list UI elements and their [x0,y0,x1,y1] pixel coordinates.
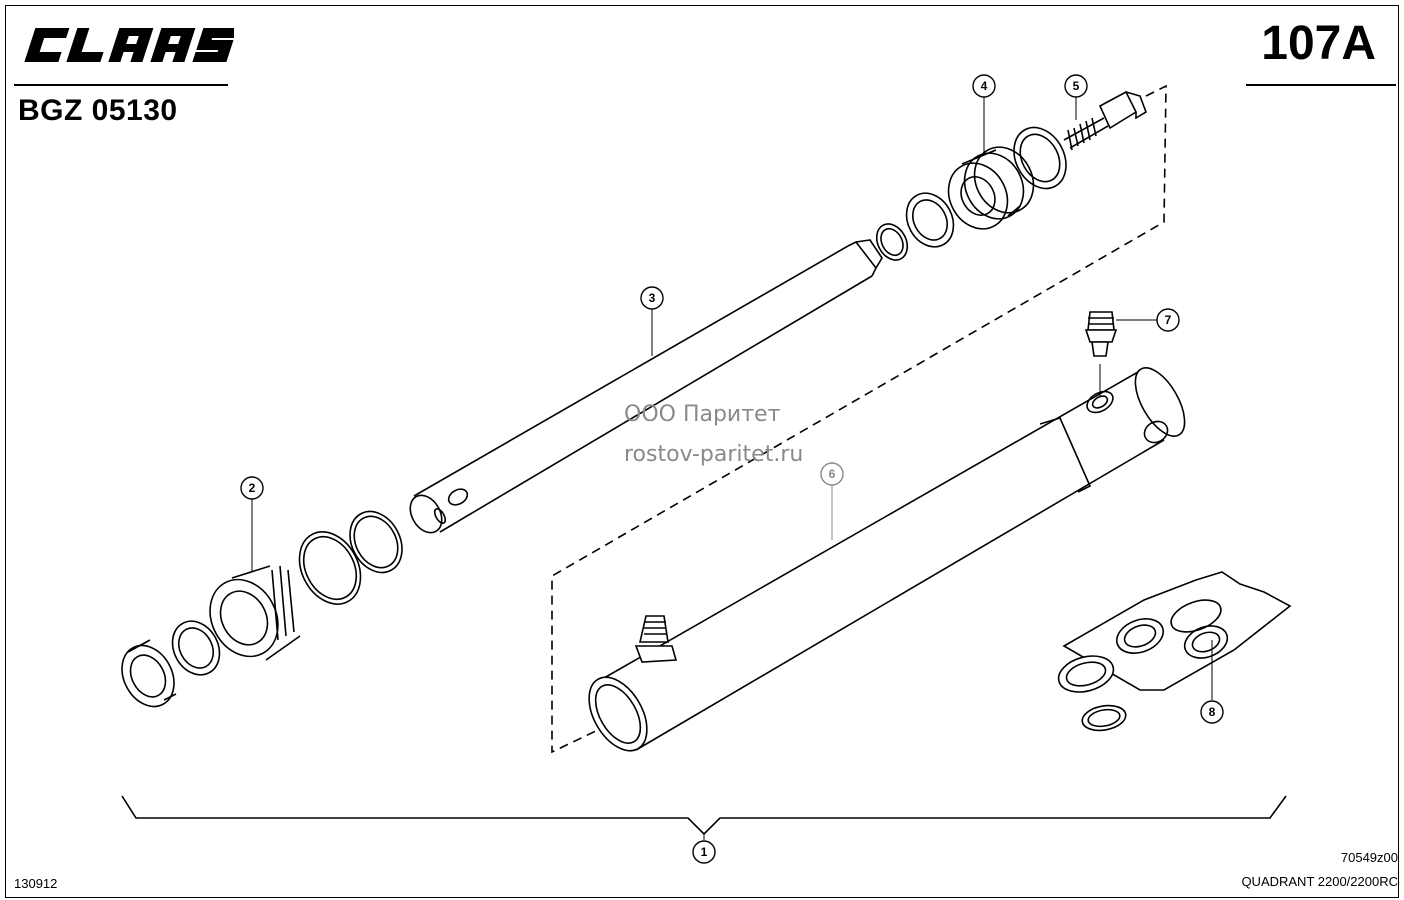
assembly-bracket [121,795,1287,836]
small-seal-ring [875,223,909,261]
watermark-website: rostov-paritet.ru [624,442,804,467]
page-number: 107A [1261,17,1376,70]
page-frame [5,5,1399,898]
wear-ring [1013,126,1067,190]
callout-label-7: 7 [1165,313,1172,327]
assembly-dashed-outline [551,84,1167,754]
claas-logo [14,20,238,75]
cylinder-barrel [588,364,1186,752]
callout-label-5: 5 [1073,79,1080,93]
callout-7 [1156,308,1180,332]
callout-label-8: 8 [1209,705,1216,719]
piston [947,146,1035,230]
piston-seal-ring [905,192,955,248]
port-fitting [1084,311,1118,357]
callout-8 [1200,700,1224,724]
callout-3 [640,286,664,310]
callout-4 [972,74,996,98]
callout-label-6: 6 [829,467,836,481]
document-code: BGZ 05130 [18,94,178,127]
callout-5 [1064,74,1088,98]
logo-rule [14,84,228,86]
watermark-company: ООО Паритет [624,402,781,427]
callout-label-3: 3 [649,291,656,305]
callout-label-2: 2 [249,481,256,495]
callout-1 [692,840,716,864]
piston-rod [409,239,883,534]
footer-drawing-code: 70549z00 [1340,850,1398,865]
footer-left-code: 130912 [14,876,58,891]
callout-2 [240,476,264,500]
callout-label-1: 1 [701,845,708,859]
callout-label-4: 4 [981,79,988,93]
footer-model: QUADRANT 2200/2200RC [1241,874,1398,889]
seal-kit [1057,571,1292,732]
callout-6 [820,462,844,486]
rod-guide [121,510,403,708]
page-number-rule [1246,84,1396,86]
piston-bolt [1063,90,1147,151]
